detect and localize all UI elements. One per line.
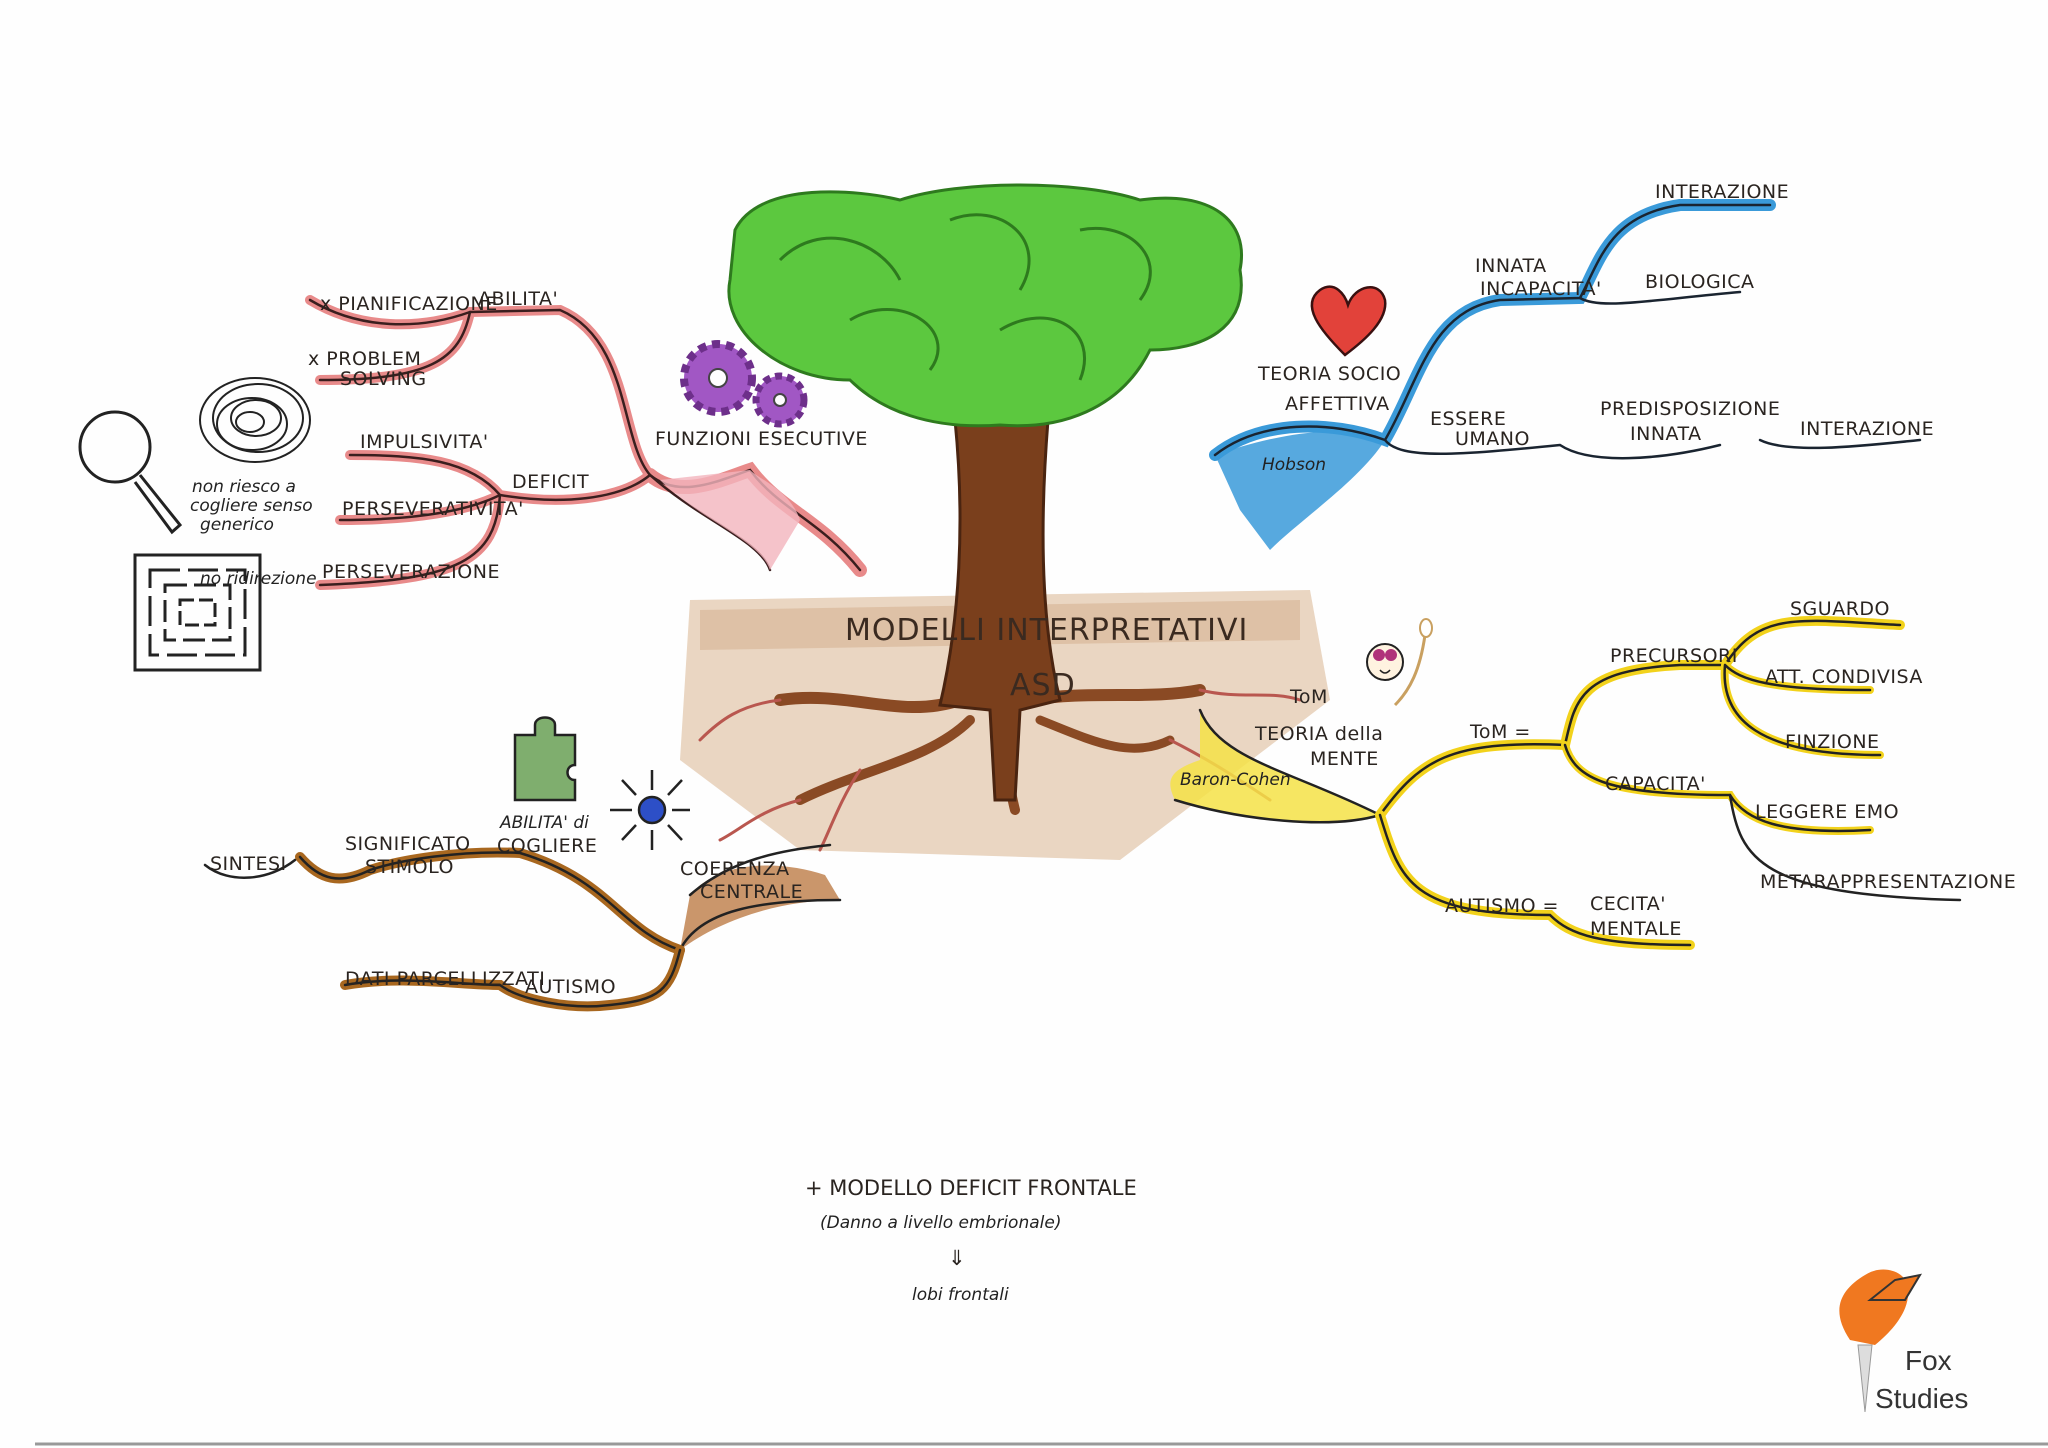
node-biologica: BIOLOGICA <box>1645 271 1755 293</box>
node-att-condivisa: ATT. CONDIVISA <box>1765 666 1923 688</box>
node-problem-solving-2: SOLVING <box>340 368 427 390</box>
node-dati-parcellizzati: DATI PARCELLIZZATI <box>345 968 545 990</box>
magnifying-glass-icon <box>78 410 183 535</box>
node-autismo-eq: AUTISMO = <box>1445 895 1559 917</box>
node-interazione: INTERAZIONE <box>1800 418 1934 440</box>
node-tom-eq: ToM = <box>1469 721 1531 743</box>
node-significato: SIGNIFICATO <box>345 833 471 855</box>
node-problem-solving-1: x PROBLEM <box>308 348 421 370</box>
node-innata: INNATA <box>1475 255 1547 277</box>
node-teoria-della: TEORIA della <box>1254 723 1383 745</box>
executive-functions-branch <box>305 295 867 590</box>
logo-text-fox: Fox <box>1905 1345 1952 1376</box>
node-umano: UMANO <box>1455 428 1530 450</box>
node-autismo: AUTISMO <box>525 976 616 998</box>
down-arrow-icon: ⇓ <box>948 1246 966 1270</box>
node-predisposizione: PREDISPOSIZIONE <box>1600 398 1780 420</box>
tree-trunk <box>938 418 1062 802</box>
focus-point-icon <box>610 770 690 850</box>
baby-face-icon <box>1366 618 1433 707</box>
logo-text-studies: Studies <box>1875 1383 1968 1414</box>
node-sguardo: SGUARDO <box>1790 598 1890 620</box>
node-finzione: FINZIONE <box>1785 731 1880 753</box>
node-mente: MENTE <box>1310 748 1379 770</box>
note-ridirezione: no ridirezione <box>200 569 317 589</box>
heart-icon <box>1310 285 1387 357</box>
node-abilita-di: ABILITA' di <box>499 813 589 833</box>
node-stimolo: STIMOLO <box>365 856 454 878</box>
node-tom: ToM <box>1289 686 1328 708</box>
theory-of-mind-branch <box>1170 615 1962 950</box>
note-senso-3: generico <box>200 515 274 535</box>
node-deficit: DEFICIT <box>512 471 589 493</box>
node-interazione-top: INTERAZIONE <box>1655 181 1789 203</box>
node-abilita: ABILITA' <box>478 288 558 310</box>
node-coerenza: COERENZA <box>680 858 790 880</box>
socio-affective-branch <box>1209 199 1922 550</box>
node-teoria-socio: TEORIA SOCIO <box>1257 363 1401 385</box>
node-leggere-emo: LEGGERE EMO <box>1755 801 1899 823</box>
puzzle-piece-icon <box>513 716 577 802</box>
node-predisposizione-innata: INNATA <box>1630 423 1702 445</box>
note-lobi-frontali: lobi frontali <box>912 1285 1009 1305</box>
fox-studies-logo: Fox Studies <box>1839 1269 1968 1414</box>
note-senso-2: cogliere senso <box>190 496 313 516</box>
node-precursori: PRECURSORI <box>1610 645 1738 667</box>
node-hobson: Hobson <box>1262 455 1326 475</box>
tree-crown <box>727 183 1243 428</box>
node-impulsivita: IMPULSIVITA' <box>360 431 489 453</box>
node-capacita: CAPACITA' <box>1605 773 1706 795</box>
node-funzioni-esecutive: FUNZIONI ESECUTIVE <box>655 428 868 450</box>
node-perseverativita: PERSEVERATIVITA' <box>342 498 524 520</box>
gears-icon <box>680 340 808 428</box>
node-cogliere: COGLIERE <box>497 835 597 857</box>
node-baron-cohen: Baron-Cohen <box>1180 770 1291 790</box>
note-danno-embrionale: (Danno a livello embrionale) <box>820 1213 1061 1233</box>
maze-icon <box>133 553 262 672</box>
note-modello-deficit-frontale: + MODELLO DEFICIT FRONTALE <box>805 1176 1137 1200</box>
node-perseverazione: PERSEVERAZIONE <box>322 561 500 583</box>
node-sintesi: SINTESI <box>210 853 287 875</box>
node-centrale: CENTRALE <box>700 881 803 903</box>
node-cecita: CECITA' <box>1590 893 1666 915</box>
node-essere: ESSERE <box>1430 408 1506 430</box>
scribble-icon <box>199 377 311 463</box>
note-senso-1: non riesco a <box>192 477 296 497</box>
node-metarappresentazione: METARAPPRESENTAZIONE <box>1760 871 2016 893</box>
map-title-line2: ASD <box>1010 668 1076 703</box>
central-coherence-branch <box>203 843 842 1012</box>
node-mentale: MENTALE <box>1590 918 1682 940</box>
map-title-line1: MODELLI INTERPRETATIVI <box>845 613 1248 648</box>
node-pianificazione: x PIANIFICAZIONE <box>320 293 498 315</box>
node-affettiva: AFFETTIVA <box>1285 393 1390 415</box>
node-incapacita: INCAPACITA' <box>1480 278 1602 300</box>
